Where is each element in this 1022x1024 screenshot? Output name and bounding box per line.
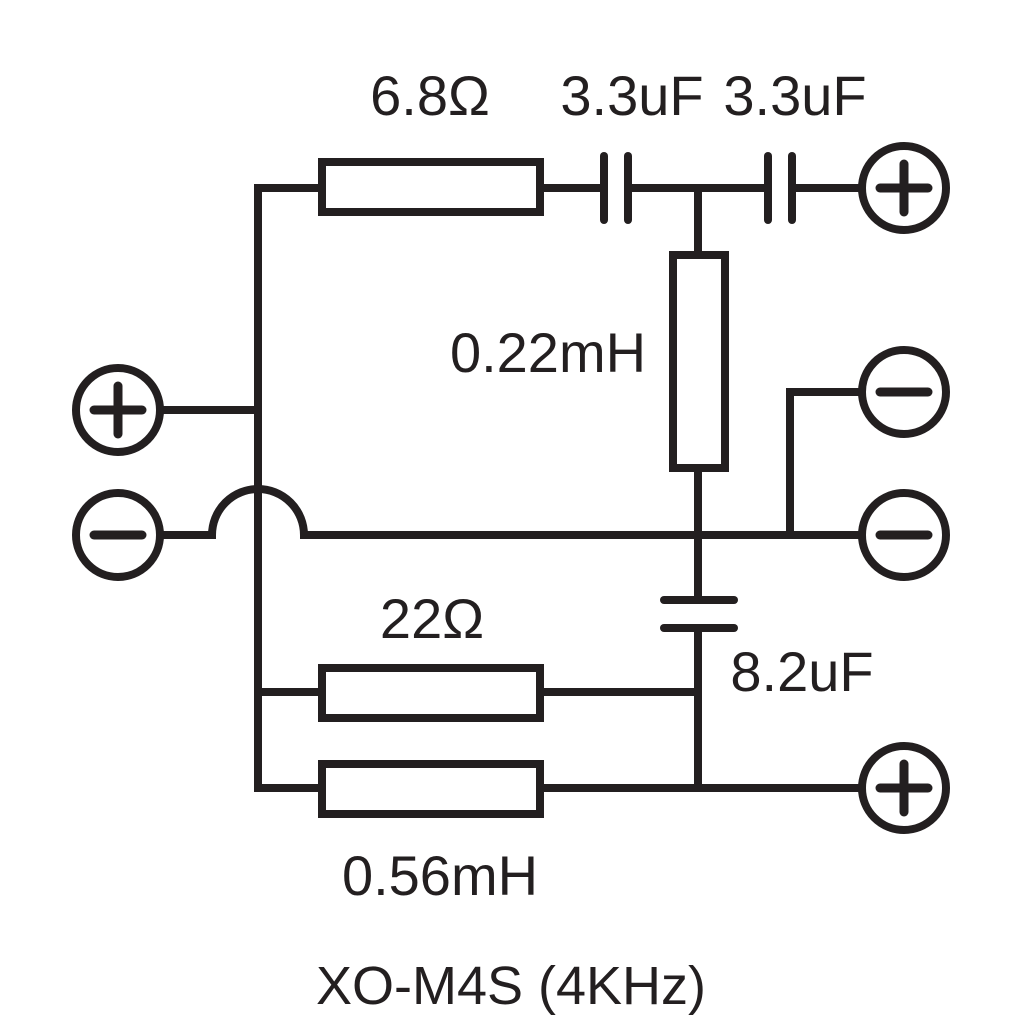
tweeter-neg-wire [786, 388, 864, 539]
tweeter-neg-terminal [858, 346, 950, 438]
capacitor-c2 [764, 152, 796, 224]
wires [158, 184, 864, 792]
c2-label: 3.3uF [723, 64, 866, 127]
r2-label: 22Ω [380, 587, 484, 650]
woofer-neg-terminal [858, 489, 950, 581]
inductor-l2 [318, 760, 544, 818]
capacitor-c3 [660, 596, 738, 632]
woofer-pos-terminal [858, 742, 950, 834]
input-neg-terminal [72, 489, 164, 581]
l1-label: 0.22mH [450, 321, 646, 384]
c1-label: 3.3uF [560, 64, 703, 127]
resistor-r2 [318, 664, 544, 722]
ground-rail-wire [158, 485, 864, 539]
tweeter-pos-terminal [858, 142, 950, 234]
l2-label: 0.56mH [342, 844, 538, 907]
input-pos-terminal [72, 364, 164, 456]
c3-label: 8.2uF [730, 640, 873, 703]
resistor-r1 [318, 158, 544, 216]
r1-label: 6.8Ω [370, 64, 490, 127]
capacitor-c1 [600, 152, 632, 224]
inductor-l1 [669, 251, 729, 472]
diagram-title: XO-M4S (4KHz) [316, 956, 706, 1016]
